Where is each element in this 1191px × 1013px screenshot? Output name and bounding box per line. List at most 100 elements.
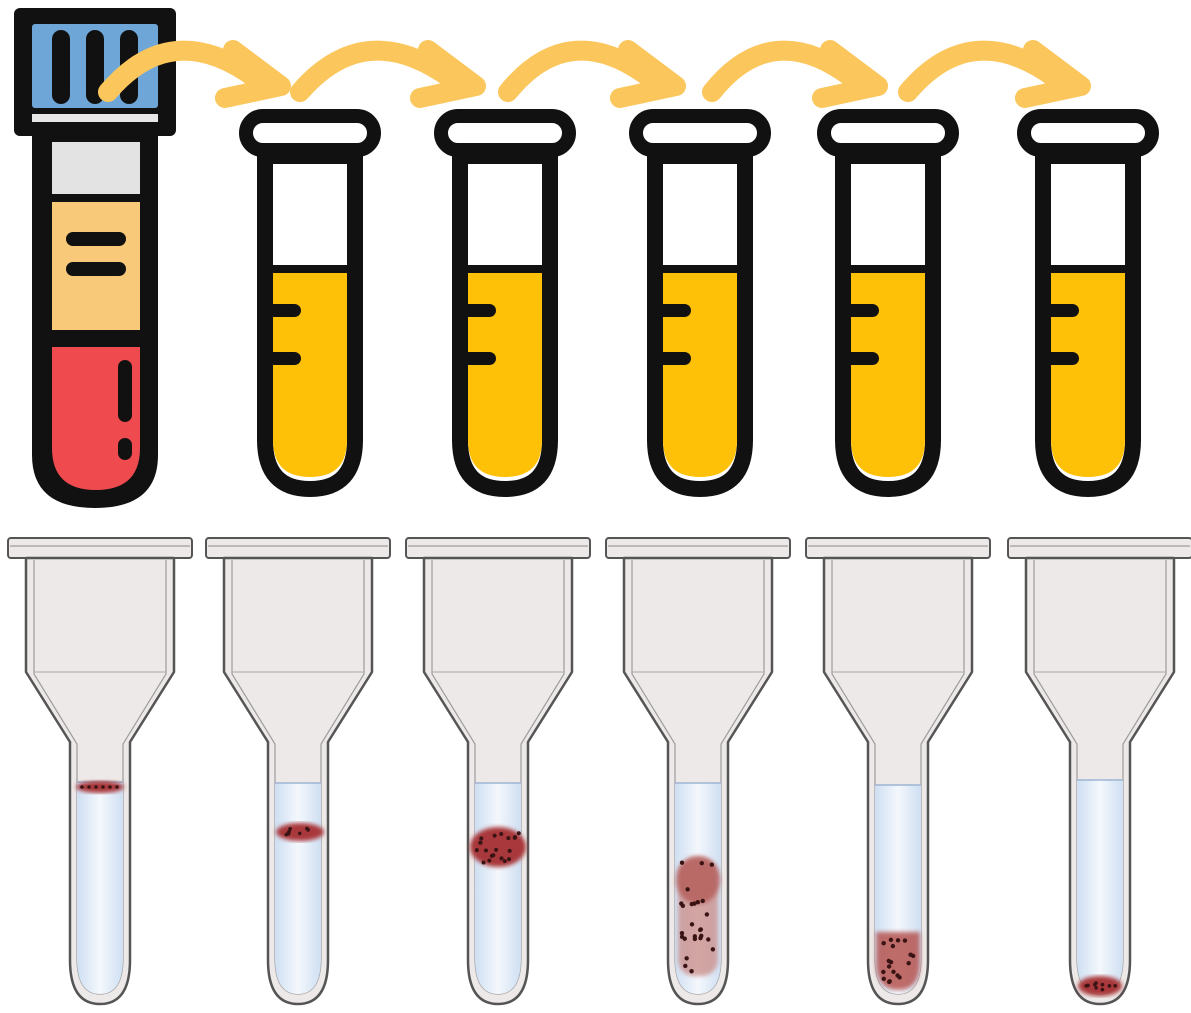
cell-dot xyxy=(1101,983,1105,987)
cell-dot xyxy=(503,859,507,863)
tube-rim xyxy=(636,116,764,150)
cell-dot xyxy=(108,785,112,789)
graduation-mark xyxy=(460,352,496,365)
stem-liquid xyxy=(275,783,321,994)
cell-dot xyxy=(887,980,891,984)
tube-rim xyxy=(1024,116,1152,150)
curved-arrow-icon xyxy=(508,50,676,98)
cell-dot xyxy=(513,836,517,840)
microtube-flange xyxy=(206,538,390,558)
transfer-arrows xyxy=(108,50,1081,98)
tube-liquid xyxy=(1051,272,1125,477)
label-dash xyxy=(66,262,126,276)
stem-liquid xyxy=(475,783,521,994)
cell-dot xyxy=(696,900,700,904)
cell-dot xyxy=(903,938,907,942)
cell-dot xyxy=(499,832,503,836)
cell-dot xyxy=(706,937,710,941)
curved-arrow-icon xyxy=(712,50,878,98)
tube-liquid xyxy=(468,272,542,477)
cell-dot xyxy=(101,785,105,789)
tube-liquid xyxy=(663,272,737,477)
microtube-flange xyxy=(806,538,990,558)
cap-stripe xyxy=(52,30,70,104)
cell-dot xyxy=(881,970,885,974)
cell-dot xyxy=(689,969,693,973)
microtube-icon xyxy=(406,538,590,1004)
red-cell-band xyxy=(276,823,324,841)
cell-dot xyxy=(701,899,705,903)
test-tube-icon xyxy=(246,116,374,489)
graduation-mark xyxy=(843,352,879,365)
cell-dot xyxy=(493,834,497,838)
cell-dot xyxy=(887,964,891,968)
graduation-mark xyxy=(1043,352,1079,365)
cell-dot xyxy=(1086,984,1090,988)
red-cell-tight-bottom xyxy=(1078,976,1122,996)
label-band xyxy=(52,142,140,194)
microtube-icon xyxy=(8,538,192,1004)
graduation-mark xyxy=(265,352,301,365)
cell-dot xyxy=(287,832,291,836)
cell-dot xyxy=(680,861,684,865)
test-tube-icon xyxy=(1024,116,1152,489)
cell-dot xyxy=(698,928,702,932)
cell-dot xyxy=(889,960,893,964)
cell-dot xyxy=(690,902,694,906)
cell-dot xyxy=(506,836,510,840)
curved-arrow-icon xyxy=(908,50,1081,98)
cell-dot xyxy=(479,841,483,845)
cell-dot xyxy=(882,977,886,981)
cell-dot xyxy=(484,849,488,853)
cap-rim xyxy=(32,114,158,122)
cell-dot xyxy=(500,856,504,860)
cell-dot xyxy=(517,831,521,835)
cell-dot xyxy=(698,936,702,940)
stem-liquid xyxy=(77,782,123,994)
red-cell-loose-bottom xyxy=(876,932,920,990)
graduation-mark xyxy=(843,304,879,317)
label-dash xyxy=(66,232,126,246)
curved-arrow-icon xyxy=(300,50,476,98)
cell-dot xyxy=(891,970,895,974)
test-tube-icon xyxy=(636,116,764,489)
cell-dot xyxy=(891,944,895,948)
microtube-icon xyxy=(806,538,990,1004)
cell-dot xyxy=(700,861,704,865)
result-microtubes xyxy=(8,538,1191,1004)
red-cell-thin-band xyxy=(76,781,124,793)
cell-dot xyxy=(482,861,486,865)
cell-dot xyxy=(306,828,310,832)
cell-dot xyxy=(705,912,709,916)
cell-dot xyxy=(897,975,901,979)
graduation-mark xyxy=(1043,304,1079,317)
blood-collection-tube-icon xyxy=(14,8,176,508)
cell-dot xyxy=(685,887,689,891)
blood-mark xyxy=(118,360,132,422)
graduation-mark xyxy=(460,304,496,317)
cell-dot xyxy=(479,836,483,840)
cell-dot xyxy=(683,964,687,968)
microtube-flange xyxy=(606,538,790,558)
cell-dot xyxy=(494,848,498,852)
cell-dot xyxy=(87,785,91,789)
red-cell-clump xyxy=(470,827,526,867)
microtube-icon xyxy=(206,538,390,1004)
graduation-mark xyxy=(265,304,301,317)
cell-dot xyxy=(680,931,684,935)
cell-dot xyxy=(491,853,495,857)
blood-mark xyxy=(118,438,132,460)
microtube-flange xyxy=(406,538,590,558)
cell-dot xyxy=(298,832,302,836)
cell-dot xyxy=(487,859,491,863)
graduation-mark xyxy=(655,352,691,365)
serial-dilution-tubes xyxy=(246,116,1152,489)
tube-liquid xyxy=(273,272,347,477)
tube-rim xyxy=(824,116,952,150)
cell-dot xyxy=(881,941,885,945)
cell-dot xyxy=(1108,984,1112,988)
microtube-flange xyxy=(1008,538,1191,558)
cell-dot xyxy=(908,952,912,956)
